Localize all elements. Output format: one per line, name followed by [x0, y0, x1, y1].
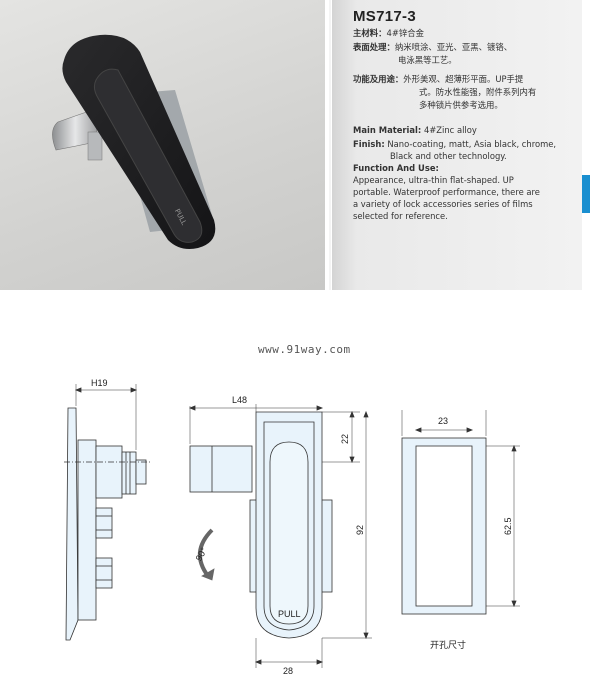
en-material-row: Main Material: 4#Zinc alloy	[353, 125, 477, 136]
website-watermark: www.91way.com	[258, 343, 351, 356]
cn-function-line2: 式。防水性能强，附件系列内有	[419, 87, 537, 97]
dim-62-5: 62.5	[503, 517, 513, 535]
lock-tongue	[52, 107, 99, 151]
en-function-line2: portable. Waterproof performance, there …	[353, 187, 540, 197]
cn-finish-line2: 电泳黑等工艺。	[398, 55, 457, 65]
cn-finish-label: 表面处理：	[353, 42, 395, 52]
lock-photo-illustration: PULL	[52, 34, 216, 249]
technical-drawing: H19 L48 22 92 28 23 62.5 90° PULL 开孔尺寸	[64, 378, 520, 676]
cutout-caption: 开孔尺寸	[430, 639, 466, 651]
dim-l48: L48	[232, 395, 247, 405]
cutout-view	[401, 410, 520, 615]
cn-material-label: 主材料：	[353, 28, 387, 38]
dim-h19: H19	[91, 378, 108, 388]
dim-23: 23	[438, 416, 448, 426]
page-edge-tab	[582, 175, 590, 213]
en-function-line4: selected for reference.	[353, 211, 448, 221]
cn-function-label: 功能及用途：	[353, 74, 404, 84]
lock-handle	[93, 68, 203, 243]
cn-finish-row: 表面处理：纳米喷涂、亚光、亚黑、镀铬、	[353, 42, 512, 53]
dim-92: 92	[355, 525, 365, 535]
dim-22: 22	[340, 434, 350, 444]
cn-material-value: 4#锌合金	[386, 28, 424, 38]
spec-panel	[332, 0, 582, 290]
handle-pull-label: PULL	[278, 609, 301, 619]
en-function-label: Function And Use:	[353, 163, 439, 173]
en-finish-label: Finish:	[353, 139, 385, 149]
cn-function-line3: 多种锁片供参考选用。	[419, 100, 503, 110]
product-photo: PULL	[0, 0, 325, 290]
en-function-line1: Appearance, ultra-thin flat-shaped. UP	[353, 175, 514, 185]
rotation-label: 90°	[194, 546, 210, 563]
lock-shaft	[87, 131, 103, 161]
cn-finish-line1: 纳米喷涂、亚光、亚黑、镀铬、	[394, 42, 513, 52]
en-material-value: 4#Zinc alloy	[423, 125, 477, 135]
en-function-line3: a variety of lock accessories series of …	[353, 199, 533, 209]
panel-divider	[329, 0, 331, 290]
side-view	[64, 384, 150, 641]
dim-28: 28	[283, 666, 293, 676]
en-finish-row: Finish: Nano-coating, matt, Asia black, …	[353, 139, 556, 150]
cn-function-row: 功能及用途：外形美观、超薄形平面。UP手提	[353, 74, 523, 85]
en-function-label-row: Function And Use:	[353, 163, 439, 174]
cn-material-row: 主材料：4#锌合金	[353, 28, 424, 39]
en-material-label: Main Material:	[353, 125, 422, 135]
cn-function-line1: 外形美观、超薄形平面。UP手提	[403, 74, 524, 84]
en-finish-line1: Nano-coating, matt, Asia black, chrome,	[387, 139, 557, 149]
model-title: MS717-3	[353, 8, 416, 25]
en-finish-line2: Black and other technology.	[390, 151, 507, 161]
front-view	[188, 404, 372, 668]
